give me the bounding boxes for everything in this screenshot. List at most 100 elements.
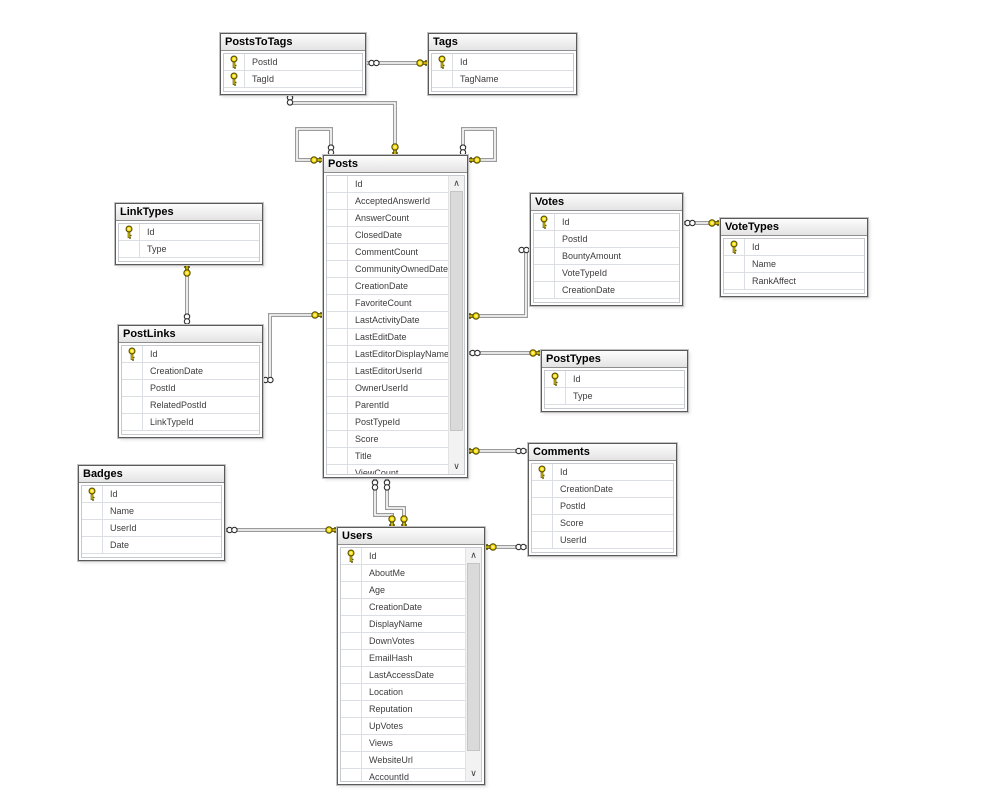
fk-postlinks-linktypes[interactable] — [183, 264, 191, 325]
fk-posts-users-a[interactable] — [371, 478, 396, 528]
table-title[interactable]: PostsToTags — [221, 34, 365, 51]
field-row-rankaffect[interactable]: RankAffect — [724, 273, 864, 290]
field-row-userid[interactable]: UserId — [82, 520, 221, 537]
field-row-closeddate[interactable]: ClosedDate — [327, 227, 449, 244]
fk-votes-posts[interactable] — [467, 246, 530, 320]
field-row-favoritecount[interactable]: FavoriteCount — [327, 295, 449, 312]
table-scrollbar[interactable]: ∧∨ — [465, 548, 481, 781]
field-row-score[interactable]: Score — [327, 431, 449, 448]
field-row-type[interactable]: Type — [545, 388, 684, 405]
field-row-lasteditdate[interactable]: LastEditDate — [327, 329, 449, 346]
field-row-parentid[interactable]: ParentId — [327, 397, 449, 414]
scrollbar-thumb[interactable] — [467, 563, 480, 751]
field-row-name[interactable]: Name — [82, 503, 221, 520]
field-row-type[interactable]: Type — [119, 241, 259, 258]
field-row-name[interactable]: Name — [724, 256, 864, 273]
field-row-posttypeid[interactable]: PostTypeId — [327, 414, 449, 431]
field-row-upvotes[interactable]: UpVotes — [341, 718, 466, 735]
field-row-date[interactable]: Date — [82, 537, 221, 554]
field-row-reputation[interactable]: Reputation — [341, 701, 466, 718]
field-row-postid[interactable]: PostId — [122, 380, 259, 397]
field-row-lasteditordisplayname[interactable]: LastEditorDisplayName — [327, 346, 449, 363]
scrollbar-thumb[interactable] — [450, 191, 463, 431]
table-title[interactable]: Comments — [529, 444, 676, 461]
field-row-displayname[interactable]: DisplayName — [341, 616, 466, 633]
table-title[interactable]: LinkTypes — [116, 204, 262, 221]
field-row-id[interactable]: Id — [119, 224, 259, 241]
field-row-tagid[interactable]: TagId — [224, 71, 362, 88]
fk-posts-users-b[interactable] — [383, 478, 408, 528]
field-row-websiteurl[interactable]: WebsiteUrl — [341, 752, 466, 769]
fk-comments-users[interactable] — [484, 543, 528, 551]
field-row-id[interactable]: Id — [432, 54, 573, 71]
table-title[interactable]: VoteTypes — [721, 219, 867, 236]
fk-posts-posttypes[interactable] — [468, 349, 542, 357]
table-scrollbar[interactable]: ∧∨ — [448, 176, 464, 474]
field-row-postid[interactable]: PostId — [224, 54, 362, 71]
field-row-lasteditoruserid[interactable]: LastEditorUserId — [327, 363, 449, 380]
field-row-id[interactable]: Id — [327, 176, 449, 193]
table-title[interactable]: PostTypes — [542, 351, 687, 368]
field-row-creationdate[interactable]: CreationDate — [534, 282, 679, 299]
field-row-id[interactable]: Id — [534, 214, 679, 231]
field-row-lastaccessdate[interactable]: LastAccessDate — [341, 667, 466, 684]
field-row-postid[interactable]: PostId — [534, 231, 679, 248]
field-row-viewcount[interactable]: ViewCount — [327, 465, 449, 474]
field-row-postid[interactable]: PostId — [532, 498, 673, 515]
field-row-bountyamount[interactable]: BountyAmount — [534, 248, 679, 265]
fk-poststotags-tags[interactable] — [366, 59, 429, 67]
scrollbar-up-button[interactable]: ∧ — [470, 550, 477, 560]
scrollbar-down-button[interactable]: ∨ — [453, 461, 460, 471]
field-row-owneruserid[interactable]: OwnerUserId — [327, 380, 449, 397]
field-row-aboutme[interactable]: AboutMe — [341, 565, 466, 582]
table-title[interactable]: Posts — [324, 156, 467, 173]
field-row-communityowneddate[interactable]: CommunityOwnedDate — [327, 261, 449, 278]
table-title[interactable]: Tags — [429, 34, 576, 51]
field-row-id[interactable]: Id — [545, 371, 684, 388]
fk-posts-posts-left[interactable] — [295, 127, 335, 164]
field-row-commentcount[interactable]: CommentCount — [327, 244, 449, 261]
fk-votes-votetypes[interactable] — [683, 219, 721, 227]
field-row-score[interactable]: Score — [532, 515, 673, 532]
scrollbar-down-button[interactable]: ∨ — [470, 768, 477, 778]
fk-postlinks-posts[interactable] — [262, 311, 324, 384]
fk-poststotags-posts[interactable] — [286, 94, 399, 156]
field-row-linktypeid[interactable]: LinkTypeId — [122, 414, 259, 431]
fk-posts-posts-right[interactable] — [459, 127, 497, 164]
table-title[interactable]: PostLinks — [119, 326, 262, 343]
field-row-id[interactable]: Id — [82, 486, 221, 503]
field-row-userid[interactable]: UserId — [532, 532, 673, 549]
field-row-creationdate[interactable]: CreationDate — [532, 481, 673, 498]
fk-comments-posts[interactable] — [467, 447, 528, 455]
field-row-id[interactable]: Id — [341, 548, 466, 565]
field-row-creationdate[interactable]: CreationDate — [327, 278, 449, 295]
field-row-id[interactable]: Id — [532, 464, 673, 481]
scrollbar-up-button[interactable]: ∧ — [453, 178, 460, 188]
field-row-lastactivitydate[interactable]: LastActivityDate — [327, 312, 449, 329]
field-row-emailhash[interactable]: EmailHash — [341, 650, 466, 667]
field-row-votetypeid[interactable]: VoteTypeId — [534, 265, 679, 282]
field-row-tagname[interactable]: TagName — [432, 71, 573, 88]
field-row-id[interactable]: Id — [724, 239, 864, 256]
table-title[interactable]: Users — [338, 528, 484, 545]
table-title[interactable]: Votes — [531, 194, 682, 211]
field-row-acceptedanswerid[interactable]: AcceptedAnswerId — [327, 193, 449, 210]
field-row-creationdate[interactable]: CreationDate — [122, 363, 259, 380]
field-row-id[interactable]: Id — [122, 346, 259, 363]
table-title[interactable]: Badges — [79, 466, 224, 483]
field-row-downvotes[interactable]: DownVotes — [341, 633, 466, 650]
fk-badges-users[interactable] — [225, 526, 338, 534]
field-row-location[interactable]: Location — [341, 684, 466, 701]
field-row-title[interactable]: Title — [327, 448, 449, 465]
field-row-age[interactable]: Age — [341, 582, 466, 599]
field-row-creationdate[interactable]: CreationDate — [341, 599, 466, 616]
